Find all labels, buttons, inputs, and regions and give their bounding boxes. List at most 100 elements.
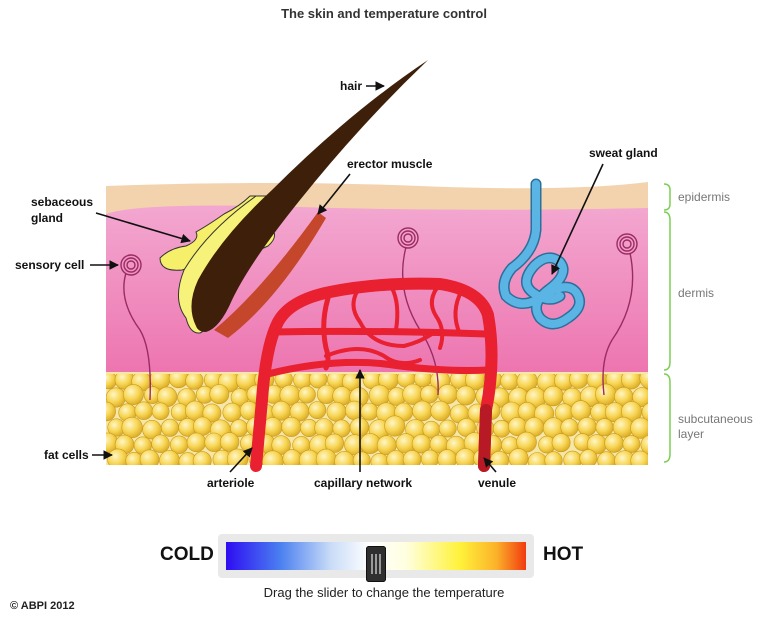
fat-cell [281, 416, 302, 437]
fat-cell [551, 433, 571, 453]
fat-cell [544, 451, 563, 465]
fat-cell [134, 401, 153, 420]
fat-cell [577, 417, 597, 437]
fat-cell [271, 400, 292, 421]
hair-shaft [191, 60, 428, 332]
fat-cell [121, 416, 143, 439]
temperature-slider-track[interactable] [226, 542, 526, 582]
fat-cell [630, 450, 648, 465]
fat-cell [315, 448, 337, 465]
fat-cell [262, 450, 284, 465]
fat-cell [202, 403, 222, 423]
fat-cells [106, 374, 669, 465]
cold-label: COLD [160, 544, 214, 565]
fat-cell [516, 431, 537, 453]
fat-cell [298, 385, 316, 404]
fat-cell [630, 417, 648, 439]
fat-cell [308, 401, 327, 420]
fat-cell [139, 449, 160, 465]
fat-cell [107, 448, 129, 465]
subcutaneous-label-line1: subcutaneous [678, 412, 753, 426]
fat-cell [492, 419, 511, 438]
copyright: © ABPI 2012 [10, 600, 75, 612]
fat-cell [455, 448, 476, 465]
fat-cell [402, 450, 422, 465]
fat-cell [151, 402, 170, 421]
erector-muscle [214, 212, 326, 338]
fat-cell [106, 374, 117, 390]
fat-cell [500, 374, 519, 391]
fat-cell [122, 384, 144, 405]
fat-cell [649, 417, 669, 437]
fat-cell [226, 448, 249, 465]
fat-cell [159, 450, 180, 465]
hot-label: HOT [543, 544, 584, 565]
sweat-gland-label: sweat gland [589, 146, 658, 160]
fat-cell [437, 449, 457, 465]
fat-cell [632, 387, 648, 407]
hair-label: hair [340, 79, 362, 93]
fat-cell [597, 451, 616, 465]
fat-cell [352, 451, 371, 465]
fat-cell [219, 432, 240, 452]
epidermis-label: epidermis [678, 190, 730, 204]
venule-label: venule [478, 476, 516, 490]
fat-cell [508, 448, 529, 465]
sensory-cell-left [120, 254, 151, 401]
fat-cell [384, 415, 406, 437]
temperature-slider[interactable] [218, 534, 534, 582]
fat-cell [360, 402, 379, 421]
layer-brackets [663, 183, 671, 463]
sebaceous-gland-label-line1: sebaceous [31, 195, 93, 209]
arteriole-label: arteriole [207, 476, 255, 490]
skin-diagram: epidermis dermis subcutaneous layer hair… [15, 60, 753, 490]
temperature-slider-thumb[interactable] [366, 546, 386, 582]
fat-cell [595, 383, 617, 405]
page-title: The skin and temperature control [281, 6, 487, 21]
leader-arrows [90, 81, 604, 473]
fat-cell [430, 400, 451, 422]
fat-cell [595, 418, 614, 437]
fat-cell [455, 385, 476, 406]
fat-cell [192, 451, 212, 465]
fat-cell [161, 418, 180, 437]
capillary-network-label: capillary network [314, 476, 412, 490]
erector-muscle-label: erector muscle [347, 157, 433, 171]
fat-cell [326, 401, 347, 422]
fat-cells-label: fat cells [44, 448, 89, 462]
fat-cell [420, 449, 440, 465]
sensory-cell-label: sensory cell [15, 258, 84, 272]
fat-cell [563, 450, 582, 465]
fat-cell [309, 374, 328, 389]
fat-cell [386, 450, 406, 465]
fat-cell [527, 452, 547, 465]
blood-vessels [250, 277, 498, 472]
fat-cell [639, 374, 648, 389]
fat-cell [106, 401, 116, 422]
dermis-label: dermis [678, 286, 714, 300]
subcutaneous-label-line2: layer [678, 427, 704, 441]
fat-cell [324, 433, 345, 453]
fat-cell [640, 434, 648, 455]
fat-cell [193, 416, 213, 436]
fat-cell [222, 402, 242, 423]
fat-cell [622, 435, 641, 453]
fat-cell [438, 419, 457, 438]
epidermis-layer [106, 182, 648, 214]
sweat-gland [498, 178, 586, 330]
slider-instruction: Drag the slider to change the temperatur… [263, 585, 505, 600]
fat-cell [648, 388, 668, 408]
fat-cell [604, 433, 624, 453]
fat-cell [412, 400, 433, 422]
fat-cell [186, 432, 207, 453]
fat-cell [420, 385, 439, 404]
fat-cell [641, 402, 648, 422]
fat-cell [370, 453, 389, 465]
fat-cell [282, 449, 302, 465]
fat-cell [151, 434, 170, 453]
fat-cell [579, 449, 598, 465]
fat-cell [334, 451, 355, 465]
fat-cell [185, 374, 204, 390]
fat-cell [209, 384, 230, 405]
venule [478, 404, 492, 472]
